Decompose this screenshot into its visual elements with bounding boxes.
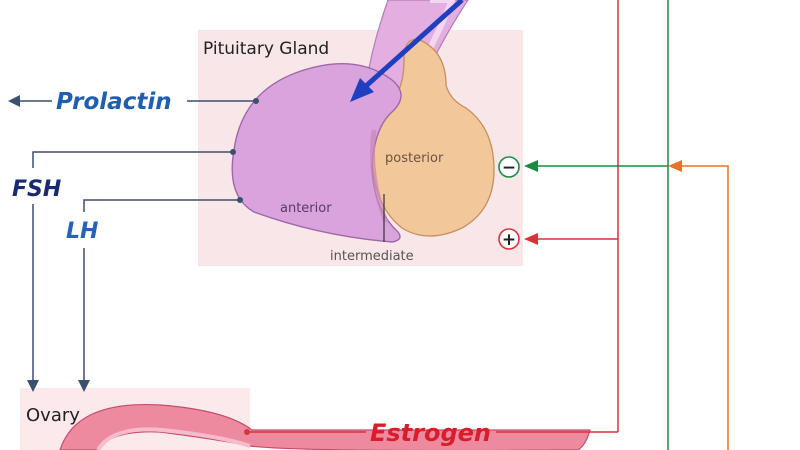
positive-feedback-badge — [498, 228, 520, 250]
gland-title: Pituitary Gland — [203, 39, 329, 59]
prolactin-label: Prolactin — [56, 89, 172, 115]
lh-label: LH — [66, 219, 98, 244]
prolactin-arrowhead — [8, 95, 20, 107]
stalk-arrow-shaft — [364, 0, 464, 88]
negative-feedback-badge — [498, 156, 520, 178]
anterior-label: anterior — [280, 201, 332, 216]
intermediate-zone — [370, 129, 389, 223]
orange-feedback-line — [682, 165, 729, 450]
fsh-label: FSH — [12, 177, 61, 202]
fsh-connector-dot — [230, 149, 236, 155]
ovary-inner-edge — [96, 427, 251, 450]
ovary-shape — [59, 403, 591, 450]
intermediate-label: intermediate — [330, 249, 414, 264]
ovary-label: Ovary — [26, 405, 80, 426]
lh-connector-dot — [237, 197, 243, 203]
prolactin-connector-dot — [253, 98, 259, 104]
lh-connector — [83, 199, 240, 212]
stalk-arrow-head — [350, 78, 374, 102]
fsh-arrowhead — [27, 380, 39, 392]
posterior-label: posterior — [385, 151, 444, 166]
positive-feedback-arrowhead — [524, 233, 538, 245]
fsh-connector — [32, 151, 233, 168]
estrogen-label: Estrogen — [370, 419, 491, 447]
lh-arrowhead — [78, 380, 90, 392]
negative-feedback-symbol: − — [502, 158, 516, 178]
negative-feedback-arrowhead — [524, 160, 538, 172]
orange-feedback-arrowhead — [668, 160, 682, 172]
anterior-lobe — [231, 63, 402, 243]
positive-feedback-symbol: + — [502, 230, 516, 250]
